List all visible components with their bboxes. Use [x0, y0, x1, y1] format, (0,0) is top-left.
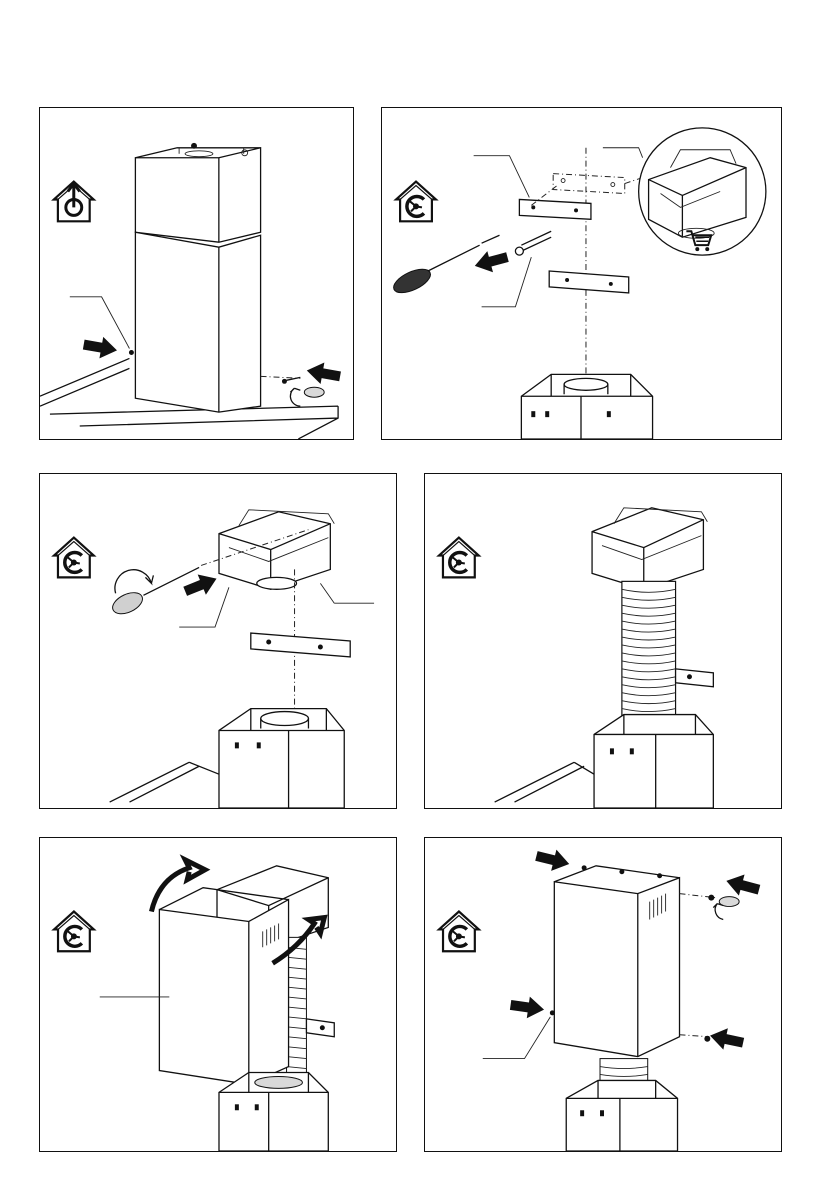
step-3-panel — [39, 473, 397, 809]
motor-casing — [521, 374, 652, 439]
bracket — [251, 633, 350, 657]
screw-callout-line — [483, 1017, 551, 1059]
rotate-arrow — [115, 570, 153, 594]
screw-right-bottom — [704, 1036, 710, 1042]
bracket — [306, 1019, 334, 1037]
flexible-hose — [287, 937, 307, 1086]
upper-chimney — [135, 143, 260, 242]
step-5-panel — [39, 837, 397, 1152]
push-arrow-top — [534, 845, 572, 874]
motor-casing — [219, 709, 344, 808]
recirculation-mode-icon — [396, 182, 436, 222]
wall-plug — [515, 231, 551, 255]
screw-callout-line — [70, 297, 130, 349]
step-4-panel — [424, 473, 782, 809]
step-1-panel — [39, 107, 354, 440]
recirculation-mode-icon — [54, 538, 94, 578]
bracket — [676, 669, 714, 687]
filter-unit — [592, 508, 707, 590]
step-2-panel — [381, 107, 782, 440]
push-arrow-right — [305, 360, 342, 387]
push-arrow-left — [509, 994, 545, 1020]
pull-arrow — [472, 247, 510, 277]
screw-right-top — [708, 895, 714, 901]
motor-casing — [219, 1073, 328, 1151]
rotate-arrow — [713, 904, 723, 920]
recirculation-mode-icon — [439, 912, 479, 952]
lower-chimney — [135, 232, 260, 412]
bracket-top — [519, 199, 591, 219]
bracket-lower — [549, 271, 629, 293]
screw-left — [129, 350, 134, 355]
screwdriver-handle — [304, 387, 324, 397]
push-arrow-left — [82, 334, 119, 361]
push-arrow-right-top — [724, 870, 762, 900]
filter-unit — [219, 510, 334, 590]
lift-arrow-left — [151, 860, 205, 912]
chimney-cover — [554, 865, 679, 1056]
push-arrow-right-bottom — [708, 1025, 746, 1053]
motor-casing — [594, 715, 713, 808]
recirculation-mode-icon — [54, 912, 94, 952]
step-6-panel — [424, 837, 782, 1152]
rotate-arrow — [290, 388, 300, 406]
recirculation-mode-icon — [439, 538, 479, 578]
motor-casing — [566, 1080, 677, 1151]
ducted-mode-icon — [54, 182, 94, 222]
screw-left — [550, 1010, 555, 1015]
